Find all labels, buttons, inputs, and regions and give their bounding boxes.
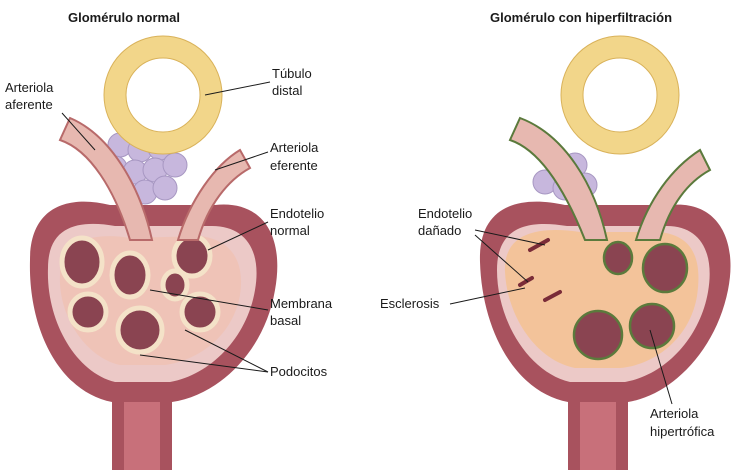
- svg-text:Endotelio: Endotelio: [270, 206, 324, 221]
- svg-text:normal: normal: [270, 223, 310, 238]
- svg-text:basal: basal: [270, 313, 301, 328]
- svg-text:Esclerosis: Esclerosis: [380, 296, 440, 311]
- svg-text:Endotelio: Endotelio: [418, 206, 472, 221]
- svg-text:dañado: dañado: [418, 223, 461, 238]
- svg-text:Túbulo: Túbulo: [272, 66, 312, 81]
- glomerulus-hyperfiltration-illustration: [480, 36, 731, 470]
- title-hyperfiltration: Glomérulo con hiperfiltración: [490, 10, 672, 25]
- svg-text:Arteriola: Arteriola: [650, 406, 699, 421]
- svg-text:Podocitos: Podocitos: [270, 364, 328, 379]
- svg-text:Membrana: Membrana: [270, 296, 333, 311]
- svg-text:distal: distal: [272, 83, 302, 98]
- glomerulus-normal-illustration: [30, 36, 277, 470]
- svg-text:Arteriola: Arteriola: [270, 140, 319, 155]
- svg-text:Arteriola: Arteriola: [5, 80, 54, 95]
- title-normal: Glomérulo normal: [68, 10, 180, 25]
- svg-text:eferente: eferente: [270, 158, 318, 173]
- svg-text:aferente: aferente: [5, 97, 53, 112]
- svg-text:hipertrófica: hipertrófica: [650, 424, 715, 439]
